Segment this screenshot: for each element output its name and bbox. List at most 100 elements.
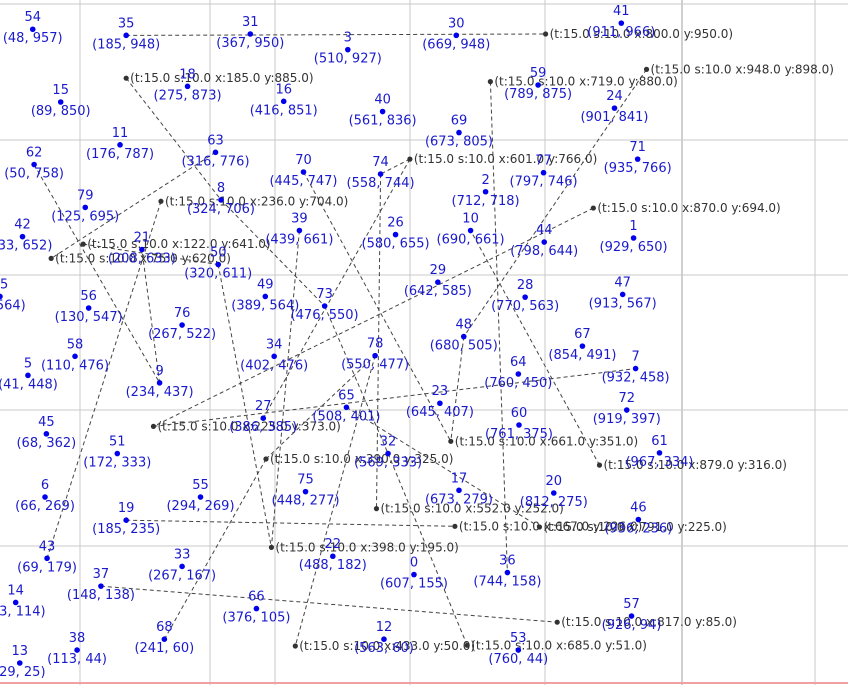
node-marker bbox=[453, 32, 460, 39]
node: 75(448, 277) bbox=[272, 473, 340, 509]
vehicle-marker bbox=[543, 31, 549, 37]
node-id-label: 7 bbox=[631, 350, 639, 365]
node-marker bbox=[377, 171, 384, 177]
node-marker bbox=[296, 227, 303, 234]
node-marker bbox=[623, 407, 630, 413]
node: 41(911, 966) bbox=[587, 4, 655, 40]
node-marker bbox=[456, 129, 462, 136]
node-id-label: 31 bbox=[242, 15, 259, 30]
node-marker bbox=[16, 660, 23, 666]
node: 30(669, 948) bbox=[422, 16, 490, 52]
node-coord-label: (558, 744) bbox=[347, 176, 415, 191]
node-coord-label: (267, 522) bbox=[148, 327, 216, 342]
vehicle-label: (t:15.0 s:10.0 x:236.0 y:704.0) bbox=[165, 194, 348, 208]
node-coord-label: (185, 235) bbox=[92, 522, 160, 537]
node-coord-label: (50, 758) bbox=[4, 167, 64, 182]
node-coord-label: (569, 333) bbox=[354, 456, 422, 471]
node-id-label: 9 bbox=[155, 364, 163, 379]
node-marker bbox=[541, 239, 548, 245]
node-coord-label: (448, 277) bbox=[272, 494, 340, 509]
node-id-label: 50 bbox=[210, 246, 227, 261]
node: 23(645, 407) bbox=[406, 384, 474, 420]
node-coord-label: (89, 850) bbox=[31, 104, 91, 119]
node-marker bbox=[515, 371, 522, 377]
node-marker bbox=[300, 169, 307, 175]
node-coord-label: (275, 873) bbox=[154, 88, 222, 103]
node-coord-label: (789, 875) bbox=[504, 87, 572, 102]
node: 77(797, 746) bbox=[510, 154, 578, 190]
node-marker bbox=[516, 422, 522, 428]
node-id-label: 21 bbox=[134, 231, 151, 246]
node: 70(445, 747) bbox=[269, 153, 337, 189]
vehicle-marker bbox=[158, 198, 164, 204]
node-marker bbox=[343, 404, 350, 411]
route-edge bbox=[262, 158, 411, 419]
node-id-label: 76 bbox=[174, 306, 191, 321]
node-marker bbox=[247, 31, 254, 37]
node-id-label: 33 bbox=[174, 547, 191, 562]
node-coord-label: (316, 776) bbox=[181, 154, 249, 169]
node-id-label: 28 bbox=[517, 278, 534, 293]
node: 60(761, 375) bbox=[485, 406, 553, 442]
node: 7(932, 458) bbox=[602, 350, 670, 386]
node-marker bbox=[212, 149, 219, 156]
node-id-label: 78 bbox=[367, 337, 384, 352]
node-id-label: 79 bbox=[77, 188, 94, 203]
node-id-label: 24 bbox=[606, 89, 623, 104]
node-coord-label: (176, 787) bbox=[86, 147, 154, 162]
node: 50(320, 611) bbox=[184, 246, 252, 282]
node: 55(294, 269) bbox=[166, 478, 234, 514]
route-edge bbox=[126, 33, 546, 36]
route-edge bbox=[217, 264, 272, 548]
node-id-label: 41 bbox=[613, 4, 630, 19]
node-marker bbox=[42, 494, 48, 500]
node-id-label: 73 bbox=[316, 287, 333, 302]
node-marker bbox=[456, 487, 462, 494]
node-coord-label: (68, 362) bbox=[16, 436, 76, 451]
node-coord-label: (66, 269) bbox=[15, 499, 75, 514]
node-coord-label: (241, 60) bbox=[134, 641, 194, 656]
route-edge bbox=[380, 158, 411, 175]
node-id-label: 26 bbox=[387, 216, 404, 231]
vehicle: (t:15.0 s:10.0 x:948.0 y:898.0) bbox=[643, 62, 834, 76]
vehicle: (t:15.0 s:10.0 x:661.0 y:351.0) bbox=[448, 434, 638, 448]
node-marker bbox=[19, 233, 26, 240]
node-marker bbox=[161, 636, 168, 642]
node-marker bbox=[550, 490, 557, 496]
node-coord-label: (690, 661) bbox=[437, 233, 505, 248]
node-coord-label: (125, 695) bbox=[51, 209, 119, 224]
node: 68 (241, 60) bbox=[134, 620, 194, 656]
node-coord-label: (550, 477) bbox=[341, 358, 409, 373]
node: 3(510, 927) bbox=[314, 31, 382, 67]
node: 45(68, 362) bbox=[16, 415, 76, 451]
node-id-label: 68 bbox=[156, 620, 173, 635]
node-marker bbox=[411, 571, 417, 578]
node-marker bbox=[330, 553, 336, 560]
node: 38(113, 44) bbox=[47, 631, 107, 667]
node-coord-label: (416, 851) bbox=[250, 103, 318, 118]
node: 6(66, 269) bbox=[15, 478, 75, 514]
node-coord-label: (607, 155) bbox=[380, 577, 448, 592]
route-edge bbox=[346, 406, 540, 528]
node-marker bbox=[619, 291, 626, 298]
node-id-label: 66 bbox=[248, 590, 265, 605]
node: 10(690, 661) bbox=[437, 212, 505, 248]
node-id-label: 57 bbox=[623, 597, 640, 612]
node: 53(760, 44) bbox=[488, 631, 548, 667]
node: 57(926, 94) bbox=[602, 597, 662, 633]
node: 34(402, 476) bbox=[240, 337, 308, 373]
node: 47(913, 567) bbox=[589, 275, 657, 311]
node-coord-label: (561, 836) bbox=[349, 114, 417, 129]
vehicle-label: (t:15.0 s:10.0 x:390.0 y:325.0) bbox=[270, 452, 453, 466]
vehicle: (t:15.0 s:10.0 x:817.0 y:85.0) bbox=[554, 615, 737, 629]
node: 43(69, 179) bbox=[17, 539, 77, 575]
node-coord-label: (148, 138) bbox=[67, 588, 135, 603]
vehicle: (t:15.0 s:10.0 x:225.0 y:373.0) bbox=[150, 419, 341, 433]
node-id-label: 64 bbox=[510, 355, 527, 370]
node-coord-label: (812, 275) bbox=[520, 495, 588, 510]
node: 0(607, 155) bbox=[380, 556, 448, 592]
node: 11(176, 787) bbox=[86, 126, 154, 162]
node: 71(935, 766) bbox=[604, 140, 672, 176]
node-marker bbox=[98, 583, 104, 589]
vehicle-label: (t:15.0 s:10.0 x:800.0 y:950.0) bbox=[550, 27, 733, 41]
